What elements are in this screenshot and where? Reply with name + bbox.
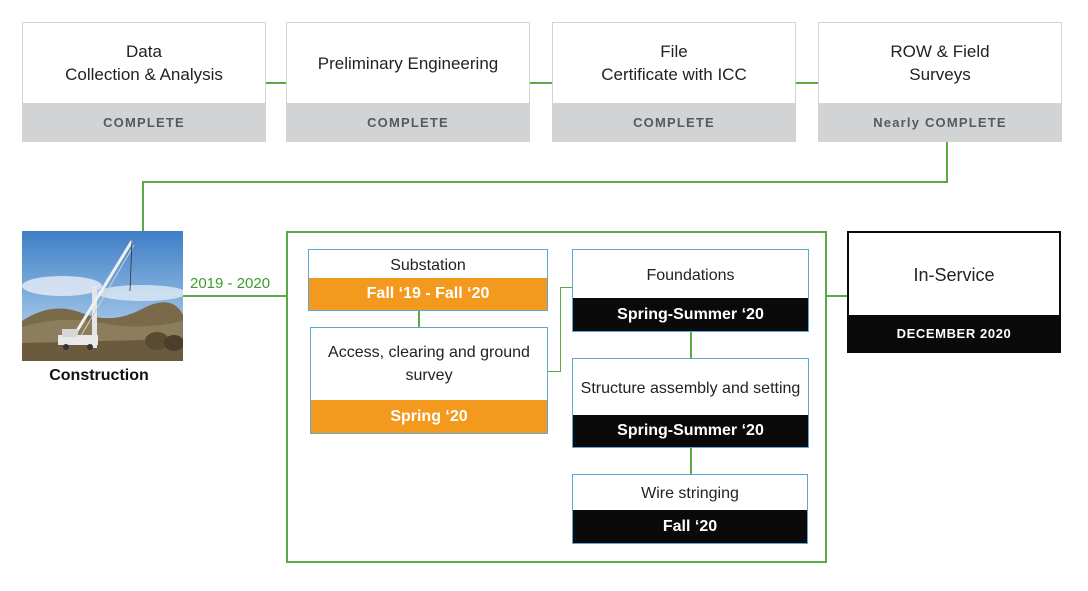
task-foundations: Foundations Spring-Summer ‘20 <box>572 249 809 332</box>
phase-status-badge: COMPLETE <box>287 103 529 141</box>
connector-line <box>548 371 560 372</box>
phase-title: Preliminary Engineering <box>317 53 499 73</box>
task-date-bar: Spring ‘20 <box>311 400 547 433</box>
connector-line <box>827 295 847 297</box>
task-title: Substation <box>390 256 466 274</box>
task-structure-assembly: Structure assembly and setting Spring-Su… <box>572 358 809 448</box>
task-title: Foundations <box>646 266 735 284</box>
connector-line <box>946 142 948 182</box>
phase-status-badge: COMPLETE <box>23 103 265 141</box>
phase-file-certificate: File Certificate with ICC COMPLETE <box>552 22 796 142</box>
connector-line <box>266 82 286 84</box>
connector-line <box>530 82 552 84</box>
connector-line <box>796 82 818 84</box>
construction-photo <box>22 231 183 361</box>
task-wire-stringing: Wire stringing Fall ‘20 <box>572 474 808 544</box>
construction-caption: Construction <box>49 367 149 384</box>
construction-tasks-frame <box>286 231 827 563</box>
connector-line <box>690 332 692 358</box>
connector-line <box>183 295 286 297</box>
task-title: Access, clearing and ground survey <box>328 344 530 384</box>
phase-row-field-surveys: ROW & Field Surveys Nearly COMPLETE <box>818 22 1062 142</box>
connector-line <box>690 448 692 474</box>
task-date-bar: Fall ‘20 <box>573 510 807 543</box>
connector-line <box>560 287 572 288</box>
connector-line <box>560 287 561 372</box>
task-access-clearing: Access, clearing and ground survey Sprin… <box>310 327 548 434</box>
phase-status-badge: COMPLETE <box>553 103 795 141</box>
in-service-title: In-Service <box>913 264 995 285</box>
phase-status-badge: Nearly COMPLETE <box>819 103 1061 141</box>
phase-title: Data Collection & Analysis <box>65 42 223 84</box>
task-title: Structure assembly and setting <box>580 379 801 397</box>
connector-line <box>418 311 420 328</box>
connector-line <box>142 181 948 183</box>
phase-title: File Certificate with ICC <box>601 42 747 84</box>
phase-preliminary-engineering: Preliminary Engineering COMPLETE <box>286 22 530 142</box>
task-title: Wire stringing <box>641 485 739 502</box>
in-service-date: DECEMBER 2020 <box>849 315 1059 351</box>
in-service-milestone: In-Service DECEMBER 2020 <box>847 231 1061 353</box>
construction-years: 2019 - 2020 <box>190 275 271 292</box>
task-date-bar: Spring-Summer ‘20 <box>573 415 808 447</box>
task-date-bar: Fall ‘19 - Fall ‘20 <box>309 278 547 310</box>
phase-title: ROW & Field Surveys <box>890 42 990 84</box>
phase-data-collection: Data Collection & Analysis COMPLETE <box>22 22 266 142</box>
connector-line <box>142 181 144 231</box>
task-date-bar: Spring-Summer ‘20 <box>573 298 808 331</box>
task-substation: Substation Fall ‘19 - Fall ‘20 <box>308 249 548 311</box>
